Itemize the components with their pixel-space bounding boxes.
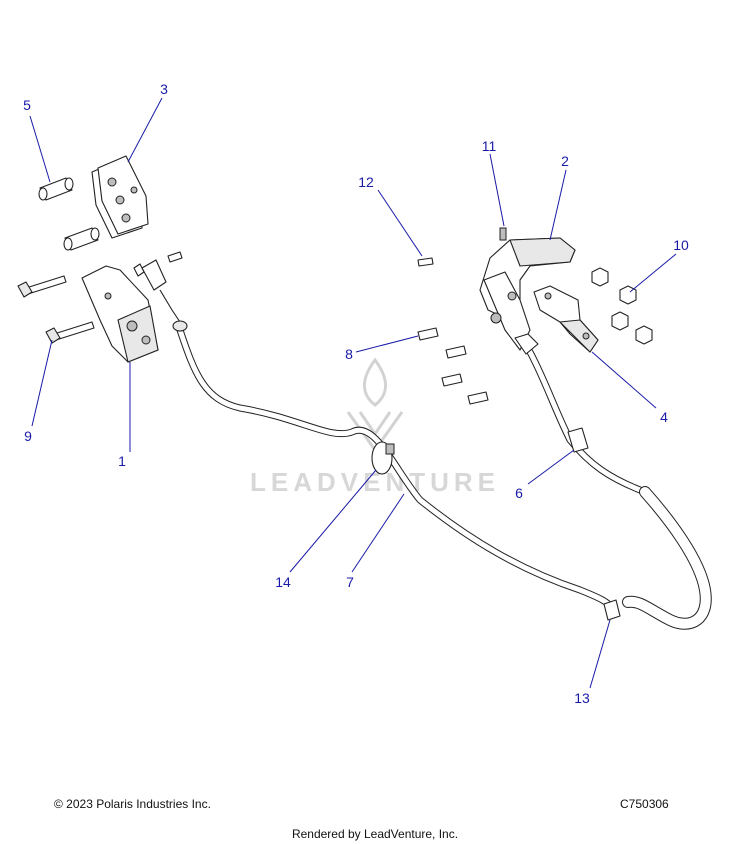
flange-nut[interactable]: [591, 267, 653, 345]
diagram-code: C750306: [620, 797, 669, 811]
callout-13[interactable]: 13: [574, 690, 590, 706]
cable-clip[interactable]: [567, 427, 589, 453]
callout-8[interactable]: 8: [345, 346, 353, 362]
mounting-bracket[interactable]: [81, 251, 188, 363]
callout-14[interactable]: 14: [275, 574, 291, 590]
rendered-by-text: Rendered by LeadVenture, Inc.: [291, 827, 459, 841]
spacer-sleeve[interactable]: [38, 177, 74, 201]
bolt-long[interactable]: [17, 275, 67, 298]
spacer-sleeve-lower[interactable]: [63, 227, 100, 251]
callout-5[interactable]: 5: [23, 97, 31, 113]
hand-brake-lever[interactable]: [479, 237, 576, 355]
callout-12[interactable]: 12: [358, 174, 374, 190]
lever-cable: [526, 348, 644, 494]
callout-4[interactable]: 4: [660, 409, 668, 425]
callout-9[interactable]: 9: [24, 428, 32, 444]
bracket-plate-assembly[interactable]: [91, 155, 149, 239]
lever-mount-bracket[interactable]: [533, 285, 599, 353]
screw-small[interactable]: [417, 257, 434, 267]
cable-sheath: [622, 486, 712, 630]
copyright-text: © 2023 Polaris Industries Inc.: [54, 797, 211, 811]
set-screw[interactable]: [499, 227, 507, 241]
bolt-lower[interactable]: [45, 321, 95, 344]
callout-2[interactable]: 2: [561, 153, 569, 169]
cable-strap[interactable]: [371, 441, 395, 475]
end-clip[interactable]: [603, 599, 621, 621]
callout-10[interactable]: 10: [673, 237, 689, 253]
callout-1[interactable]: 1: [118, 453, 126, 469]
leader-lines: [29, 97, 677, 689]
watermark-text: LEADVENTURE: [250, 467, 500, 497]
callout-6[interactable]: 6: [515, 485, 523, 501]
callout-3[interactable]: 3: [160, 81, 168, 97]
main-brake-cable: [176, 326, 616, 612]
hex-bolt[interactable]: [417, 327, 489, 405]
callout-7[interactable]: 7: [346, 574, 354, 590]
callout-11[interactable]: 11: [482, 138, 497, 154]
